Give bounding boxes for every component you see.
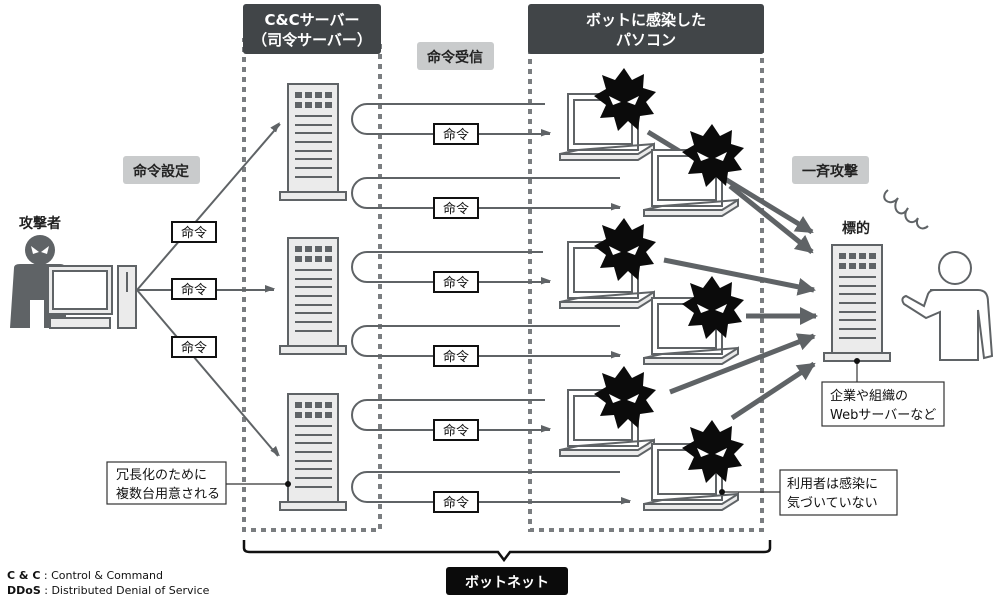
bot-pc-4 — [643, 276, 744, 365]
svg-text:命令: 命令 — [181, 225, 207, 241]
callout-target — [821, 381, 945, 427]
attacker-icon — [10, 235, 137, 329]
callout-unaware-line1: 利用者は感染に — [787, 476, 878, 492]
svg-text:命令: 命令 — [443, 495, 469, 511]
bot-pc-3 — [559, 218, 656, 309]
svg-text:命令: 命令 — [181, 340, 207, 356]
svg-text:DDoS : Distributed Denial of S: DDoS : Distributed Denial of Service — [7, 584, 210, 597]
svg-text:命令: 命令 — [443, 201, 469, 217]
botnet-badge — [446, 567, 568, 595]
command-box: 命令 — [433, 419, 479, 441]
user-person-icon — [901, 251, 994, 361]
tag-simultaneous-attack-text: 一斉攻撃 — [802, 163, 858, 180]
command-box: 命令 — [433, 271, 479, 293]
command-box: 命令 — [433, 197, 479, 219]
cc-server-2 — [279, 237, 347, 355]
command-box: 命令 — [433, 123, 479, 145]
attacker-label: 攻撃者 — [19, 215, 61, 232]
legend: C & C : Control & Command DDoS : Distrib… — [7, 569, 210, 597]
command-box: 命令 — [433, 345, 479, 367]
tag-receive-command — [417, 42, 494, 70]
bot-pc-header-line2: パソコン — [616, 31, 676, 49]
command-box: 命令 — [171, 336, 217, 358]
botnet-bracket — [242, 540, 772, 563]
callout-target-line2: Webサーバーなど — [830, 408, 936, 423]
bot-pc-6 — [643, 420, 744, 511]
swirl-icon — [883, 189, 929, 230]
botnet-label: ボットネット — [465, 575, 549, 591]
cc-server-header-line2: （司令サーバー） — [252, 31, 372, 49]
bot-pc-header — [528, 4, 764, 54]
tag-set-command-text: 命令設定 — [132, 163, 189, 180]
tag-simultaneous-attack — [792, 156, 869, 184]
target-label: 標的 — [842, 220, 870, 237]
cc-server-3 — [279, 393, 347, 511]
command-box: 命令 — [171, 221, 217, 243]
tag-set-command — [123, 156, 200, 184]
target-server — [823, 244, 891, 362]
callout-redundancy — [106, 461, 227, 505]
callout-unaware-line2: 気づいていない — [787, 495, 878, 511]
svg-text:命令: 命令 — [181, 282, 207, 298]
bot-pc-1 — [559, 68, 656, 161]
cc-server-header — [243, 4, 381, 54]
legend-desc: Distributed Denial of Service — [51, 584, 209, 597]
bot-pc-5 — [559, 366, 656, 457]
cc-server-1 — [279, 83, 347, 201]
cc-server-header-line1: C&Cサーバー — [265, 11, 360, 29]
svg-text:命令: 命令 — [443, 423, 469, 439]
callout-target-line1: 企業や組織の — [830, 388, 908, 404]
callout-unaware — [779, 469, 898, 516]
legend-term: DDoS — [7, 584, 41, 597]
cc-server-group — [242, 38, 382, 532]
legend-desc: Control & Command — [51, 569, 163, 582]
svg-text:C & C : Control & Command: C & C : Control & Command — [7, 569, 163, 582]
command-box: 命令 — [171, 278, 217, 300]
svg-text:命令: 命令 — [443, 275, 469, 291]
bot-pc-header-line1: ボットに感染した — [586, 11, 706, 29]
svg-text:命令: 命令 — [443, 127, 469, 143]
callout-redundancy-line2: 複数台用意される — [116, 486, 220, 502]
legend-term: C & C — [7, 569, 40, 582]
command-box: 命令 — [433, 491, 479, 513]
tag-receive-command-text: 命令受信 — [426, 49, 483, 66]
callout-redundancy-line1: 冗長化のために — [116, 468, 207, 483]
svg-text:命令: 命令 — [443, 349, 469, 365]
